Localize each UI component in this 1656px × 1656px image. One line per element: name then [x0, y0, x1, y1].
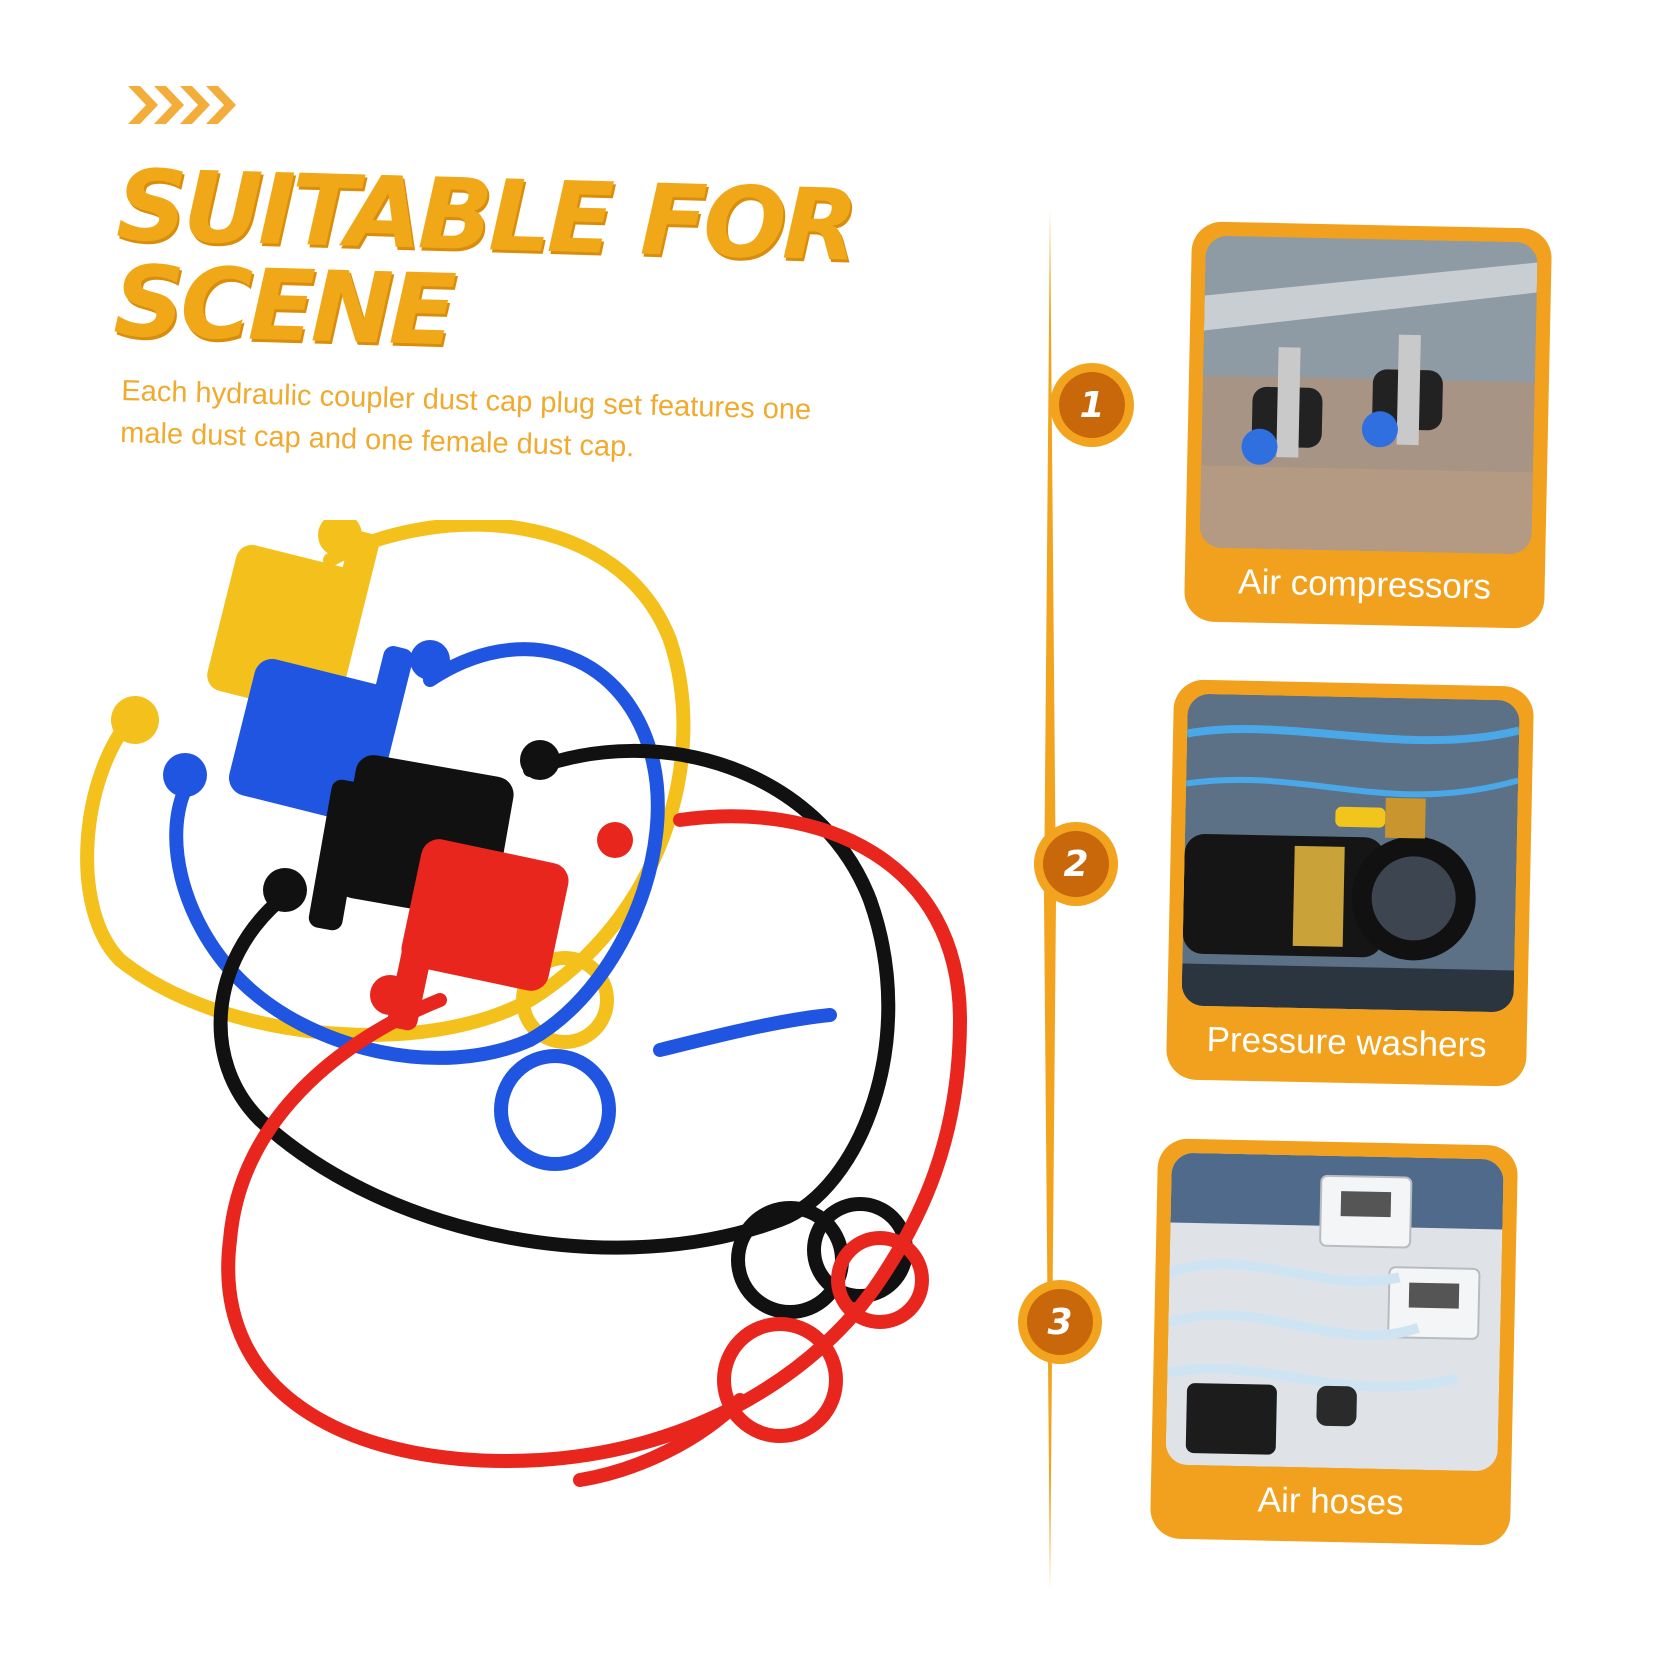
chevron-arrows-icon: [128, 86, 236, 124]
step-number-2: 2: [1043, 831, 1109, 897]
step-number-3: 3: [1027, 1289, 1093, 1355]
step-number-1: 1: [1059, 372, 1125, 438]
air-hose-fittings-photo: [1165, 1152, 1504, 1472]
pressure-washer-equipment-photo: [1181, 693, 1520, 1013]
air-compressor-fittings-photo: [1199, 235, 1538, 555]
step-badge-3: 3: [1018, 1280, 1102, 1364]
step-badge-2: 2: [1034, 822, 1118, 906]
headline: SUITABLE FOR SCENE: [112, 149, 878, 371]
description: Each hydraulic coupler dust cap plug set…: [120, 370, 842, 474]
scene-card-pressure-washers: Pressure washers: [1165, 679, 1535, 1087]
scene-card-air-hoses: Air hoses: [1149, 1138, 1519, 1546]
scene-label-1: Air compressors: [1237, 562, 1492, 607]
scene-label-2: Pressure washers: [1206, 1020, 1488, 1065]
timeline-line: [1044, 210, 1056, 1590]
scene-label-3: Air hoses: [1257, 1480, 1405, 1523]
dust-cap-set-image: [80, 520, 968, 1487]
scene-card-air-compressors: Air compressors: [1183, 221, 1553, 629]
step-badge-1: 1: [1050, 363, 1134, 447]
